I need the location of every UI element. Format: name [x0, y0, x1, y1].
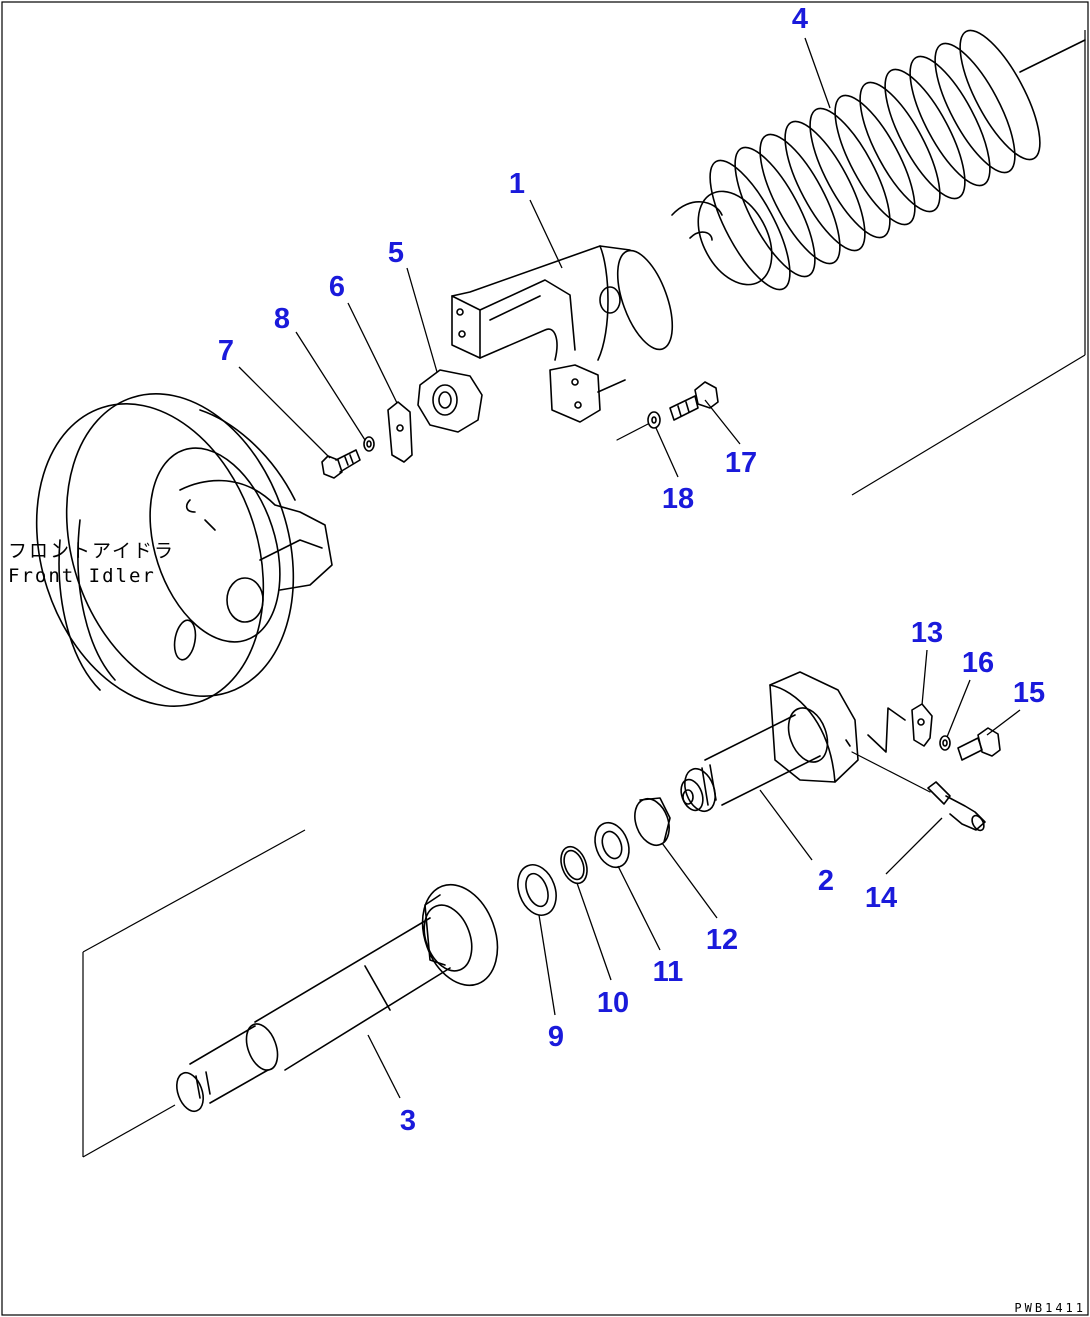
- callout-12: 12: [706, 924, 738, 956]
- idler-label-en: Front Idler: [8, 565, 156, 587]
- callout-6: 6: [329, 271, 345, 303]
- reference-plane-top: [851, 30, 1086, 496]
- callout-18: 18: [662, 483, 694, 515]
- recoil-spring: [671, 29, 1086, 291]
- callout-11: 11: [653, 956, 684, 988]
- callout-17: 17: [725, 447, 757, 479]
- washer-8: [363, 436, 375, 452]
- front-idler: [35, 393, 333, 707]
- callout-10: 10: [597, 987, 629, 1019]
- washer-16: [939, 735, 951, 751]
- bolt-7: [321, 449, 361, 479]
- bolt-17: [669, 381, 719, 421]
- bushing: [634, 797, 671, 847]
- drawing-code: PWB1411: [1014, 1301, 1086, 1315]
- callout-3: 3: [400, 1105, 416, 1137]
- callouts: 4 1 5 6 8 7 17 18 13 16 15 2 14 12 11 10…: [218, 3, 1045, 1137]
- callout-5: 5: [388, 237, 404, 269]
- cover-plate: [867, 703, 933, 753]
- washer-18: [616, 411, 661, 441]
- grease-fitting: [851, 751, 986, 832]
- recoil-cylinder: [680, 671, 859, 813]
- callout-7: 7: [218, 335, 234, 367]
- callout-16: 16: [962, 647, 994, 679]
- reference-plane-bottom: [82, 829, 306, 1158]
- idler-label-jp: フロントアイドラ: [8, 540, 175, 562]
- callout-14: 14: [865, 882, 897, 914]
- recoil-rod: [176, 883, 499, 1113]
- callout-4: 4: [792, 3, 808, 35]
- callout-13: 13: [911, 617, 943, 649]
- callout-8: 8: [274, 303, 290, 335]
- idler-yoke: [451, 245, 674, 423]
- callout-leaders: [238, 37, 1021, 1099]
- callout-1: 1: [509, 168, 525, 200]
- callout-2: 2: [818, 865, 834, 897]
- packing: [594, 821, 630, 869]
- bolt-15: [957, 727, 1001, 761]
- callout-15: 15: [1013, 677, 1045, 709]
- callout-9: 9: [548, 1021, 564, 1053]
- seal: [517, 864, 557, 916]
- snap-ring: [560, 845, 588, 885]
- nut: [417, 369, 483, 433]
- lock-plate: [387, 401, 413, 463]
